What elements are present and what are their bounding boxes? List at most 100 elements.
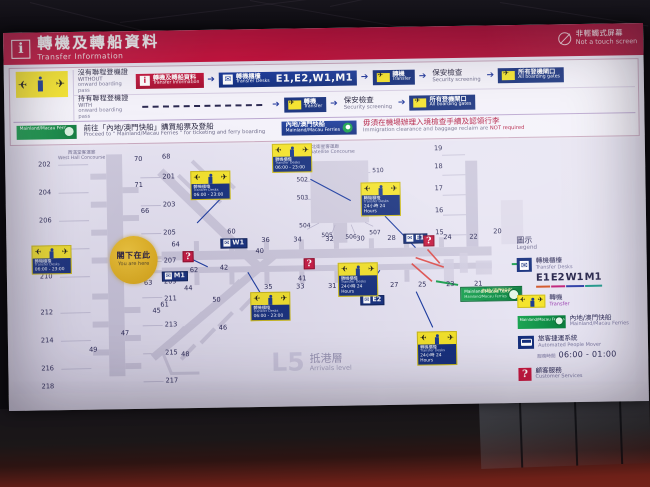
ferry-chip-en: Mainland/Macau Ferries: [285, 127, 341, 134]
service-hours-value: 06:00 - 01:00: [558, 349, 617, 360]
map-marker-transfer[interactable]: ✈✈ 轉機櫃檯 Transfer Desks 06:00 - 23:00: [190, 170, 231, 201]
map-marker-transfer[interactable]: ✈✈ 轉機櫃檯 Transfer Desks 24小時 24 Hours: [416, 330, 458, 366]
arrow-icon: ➔: [486, 70, 495, 81]
transfer-icon: [376, 72, 390, 83]
step-label-en: Transfer Desks: [235, 79, 270, 85]
ferry-dot-icon: ●: [342, 122, 354, 133]
gate-number: 502: [296, 175, 308, 184]
page-title-en: Transfer Information: [37, 51, 124, 62]
desk-code: M1: [173, 271, 185, 280]
legend-label-en: Mainland/Macau Ferries: [569, 320, 629, 328]
level-code: L5: [271, 347, 305, 377]
gate-number: 31: [328, 281, 337, 290]
level-label: L5 抵港層 Arrivals level: [271, 347, 352, 377]
map-marker-transfer[interactable]: ✈✈ 轉機櫃檯 Transfer Desks 06:00 - 23:00: [31, 244, 72, 275]
map-marker-transfer[interactable]: ✈✈ 轉機櫃檯 Transfer Desks 24小時 24 Hours: [360, 181, 401, 217]
gate-number: 503: [296, 193, 309, 202]
gate-number: 45: [152, 306, 161, 315]
map-marker-transfer[interactable]: ✈✈ 轉機櫃檯 Transfer Desks 06:00 - 23:00: [271, 142, 313, 173]
gate-number: 30: [356, 234, 365, 243]
legend-desk-codes: E1 E2 W1 M1: [536, 272, 633, 289]
gate-number: 27: [390, 280, 399, 289]
information-icon: i: [139, 76, 150, 87]
transfer-desk-icon: ✉: [406, 234, 414, 242]
gate-number: 22: [469, 232, 478, 241]
not-a-touch-screen-notice: 非輕觸式屏幕 Not a touch screen: [558, 28, 638, 46]
gate-number: 46: [218, 323, 228, 332]
window-glass: [478, 393, 650, 469]
legend-item-apm: 旅客捷運系統 Automated People Mover: [517, 334, 634, 349]
transfer-icon: ✈✈: [191, 172, 229, 185]
window-mullion: [573, 395, 579, 466]
transfer-desk-icon: ✉: [363, 296, 371, 304]
arrow-icon: ➔: [272, 99, 280, 110]
gate-number: 217: [165, 376, 179, 385]
notouch-label-en: Not a touch screen: [575, 36, 638, 46]
marker-hours: 06:00 - 23:00: [253, 313, 284, 320]
transfer-desk-codes: E1,E2,W1,M1: [275, 72, 353, 85]
gate-number: 203: [162, 200, 176, 209]
gate-number: 48: [181, 349, 190, 358]
transfer-icon: ✈✈: [418, 333, 456, 345]
step-transfer-desks: ✉ 轉機櫃檯 Transfer Desks E1,E2,W1,M1: [218, 70, 357, 88]
step-label-en: Transfer: [392, 76, 411, 83]
gate-number: 15: [435, 227, 444, 236]
transfer-desk-icon: ✉: [222, 74, 233, 86]
map-marker-transfer[interactable]: ✈✈ 轉機櫃檯 Transfer Desks 24小時 24 Hours: [337, 261, 379, 297]
ferry-icon: Mainland/Macau Ferries: [16, 124, 77, 140]
transfer-icon: ✈✈: [361, 184, 399, 196]
boarding-gate-icon: [502, 70, 516, 81]
gate-number: 60: [227, 227, 236, 236]
ferry-instruction-en: Proceed to " Mainland/Macau Ferries " fo…: [83, 128, 266, 138]
map-marker-customer-service[interactable]: ?: [303, 257, 315, 270]
gate-number: 506: [345, 233, 357, 241]
gate-number: 212: [40, 307, 54, 317]
legend-label-en: Customer Services: [535, 373, 583, 381]
map-marker-transfer[interactable]: ✈✈ 轉機櫃檯 Transfer Desks 06:00 - 23:00: [250, 291, 291, 322]
step-label-en: All boarding gates: [518, 74, 560, 81]
map-marker-customer-service[interactable]: ?: [423, 234, 435, 247]
legend-item-customer-services: ? 顧客服務 Customer Services: [518, 366, 634, 381]
marker-hours: 06:00 - 23:00: [34, 267, 65, 273]
ferry-marker-sub: Mainland/Macau Ferries: [464, 293, 507, 299]
map-marker-customer-service[interactable]: ?: [182, 250, 194, 262]
information-icon: i: [11, 39, 31, 59]
gate-number: 202: [38, 160, 51, 169]
legend-label-en: Automated People Mover: [537, 341, 602, 349]
gate-number: 213: [164, 320, 178, 329]
gate-number: 35: [264, 282, 273, 291]
legend-title-en: Legend: [516, 244, 538, 251]
immigration-note: 毋須在機場辦理入境檢查手續及認領行李 Immigration clearance…: [357, 117, 525, 134]
step-transfer: 轉機 Transfer: [283, 96, 327, 113]
step-label-en: Transfer: [303, 104, 323, 110]
transfer-information-display: i 轉機及轉船資料 Transfer Information 非輕觸式屏幕 No…: [3, 22, 649, 412]
gate-number: 42: [219, 263, 229, 272]
gate-number: 201: [162, 172, 175, 181]
step-all-boarding-gates: 所有登機閘口 All boarding gates: [409, 94, 476, 111]
transfer-passenger-icon: ✈ ✈: [15, 71, 69, 98]
legend-item-transfer-desks: ✉ 轉機櫃檯 Transfer Desks: [516, 256, 633, 273]
map-legend: 圖示 Legend ✉ 轉機櫃檯 Transfer Desks E1 E2 W1…: [511, 230, 639, 385]
legend-title: 圖示 Legend: [516, 234, 632, 251]
desk-code-w1: W1: [565, 272, 584, 288]
desk-code-e2: E2: [551, 273, 565, 288]
desk-code: W1: [232, 238, 245, 247]
gate-number: 504: [299, 221, 311, 230]
ceiling-beam: [329, 0, 516, 7]
apm-icon: [517, 335, 535, 349]
step-label-en: All boarding gates: [429, 101, 472, 108]
desk-code-m1: M1: [584, 272, 602, 288]
window-mullion: [618, 394, 624, 465]
map-marker-transfer-desk-m1[interactable]: ✉ M1: [161, 270, 188, 282]
gate-number: 20: [493, 226, 502, 236]
gate-number: 25: [418, 280, 427, 289]
gate-number: 40: [255, 246, 264, 255]
transfer-icon: [287, 100, 301, 110]
map-marker-transfer-desk-w1[interactable]: ✉ W1: [220, 237, 248, 249]
legend-label-en: Transfer Desks: [535, 264, 573, 271]
gate-number: 41: [297, 274, 307, 283]
gate-number: 18: [434, 161, 443, 170]
